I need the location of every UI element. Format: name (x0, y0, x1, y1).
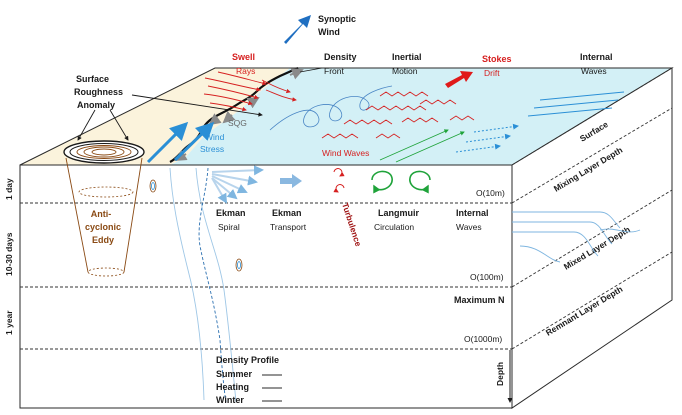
legend-heating-label: Heating (216, 382, 249, 392)
density-label: Density (324, 52, 357, 62)
langmuir-cells (371, 170, 431, 194)
front-face (19, 164, 513, 409)
langmuir-label-1: Langmuir (378, 208, 419, 218)
surface-roughness-label-1: Surface (76, 74, 109, 84)
time-1year-label: 1 year (4, 310, 14, 335)
turbulence-swirls (333, 168, 345, 193)
swell-rays (203, 71, 297, 112)
density-profile-curves (169, 167, 237, 403)
front-label: Front (324, 66, 344, 76)
time-10-30-label: 10-30 days (4, 232, 14, 276)
eddy-label-3: Eddy (92, 235, 114, 245)
ocean-surface (170, 68, 672, 165)
synoptic-wind-label-1: Synoptic (318, 14, 356, 24)
ekman-transport-arrow (280, 174, 302, 188)
legend-title: Density Profile (216, 355, 279, 365)
ekman-transport-label-1: Ekman (272, 208, 302, 218)
swell-label: Swell (232, 52, 255, 62)
eddy-label-1: Anti- (91, 209, 112, 219)
rays-label: Rays (236, 66, 255, 76)
drift-label: Drift (484, 68, 500, 78)
eddy (63, 140, 145, 277)
synoptic-wind-label-2: Wind (318, 27, 340, 37)
surface-current-arrows (455, 123, 519, 153)
surface-roughness-label-2: Roughness (74, 87, 123, 97)
depth-100m-label: O(100m) (470, 272, 504, 282)
internal-waves-mid-label-2: Waves (456, 222, 482, 232)
legend-summer-label: Summer (216, 369, 253, 379)
wind-waves-label: Wind Waves (322, 148, 369, 158)
internal-top-label: Internal (580, 52, 613, 62)
depth-lines (20, 67, 673, 350)
waves-top-label: Waves (581, 66, 607, 76)
ekman-transport-label-2: Transport (270, 222, 307, 232)
eddy-label-2: cyclonic (85, 222, 121, 232)
wind-stress-label-2: Stress (200, 144, 224, 154)
wind-stress-label-1: Wind (205, 132, 225, 142)
stokes-label: Stokes (482, 54, 512, 64)
langmuir-surface-lines (379, 129, 465, 163)
synoptic-wind-arrow (284, 15, 311, 44)
stokes-drift-arrow (445, 71, 473, 88)
depth-1000m-label: O(1000m) (464, 334, 502, 344)
ekman-spiral-label-1: Ekman (216, 208, 246, 218)
inertial-loops (269, 85, 393, 131)
land-surface (20, 68, 290, 165)
motion-label: Motion (392, 66, 418, 76)
ekman-spiral-label-2: Spiral (218, 222, 240, 232)
wind-waves (321, 91, 475, 139)
depth-axis-label: Depth (495, 362, 505, 386)
block-frame (19, 67, 674, 409)
inertial-label: Inertial (392, 52, 422, 62)
maximum-n-label: Maximum N (454, 295, 505, 305)
internal-wave-lines-top (527, 91, 625, 117)
ekman-spiral-arrows (211, 165, 264, 204)
internal-waves-mid-label-1: Internal (456, 208, 489, 218)
internal-wave-lines-mid (512, 211, 641, 263)
right-face (511, 67, 673, 409)
legend-winter-label: Winter (216, 395, 244, 405)
sqg-label: SQG (228, 118, 247, 128)
surface-roughness-label-3: Anomaly (77, 100, 115, 110)
depth-10m-label: O(10m) (476, 188, 505, 198)
small-swirls (149, 179, 243, 272)
langmuir-label-2: Circulation (374, 222, 414, 232)
wind-stress-arrows (146, 121, 215, 164)
density-profile-legend: Density Profile Summer Heating Winter (216, 355, 282, 405)
time-1day-label: 1 day (4, 178, 14, 200)
